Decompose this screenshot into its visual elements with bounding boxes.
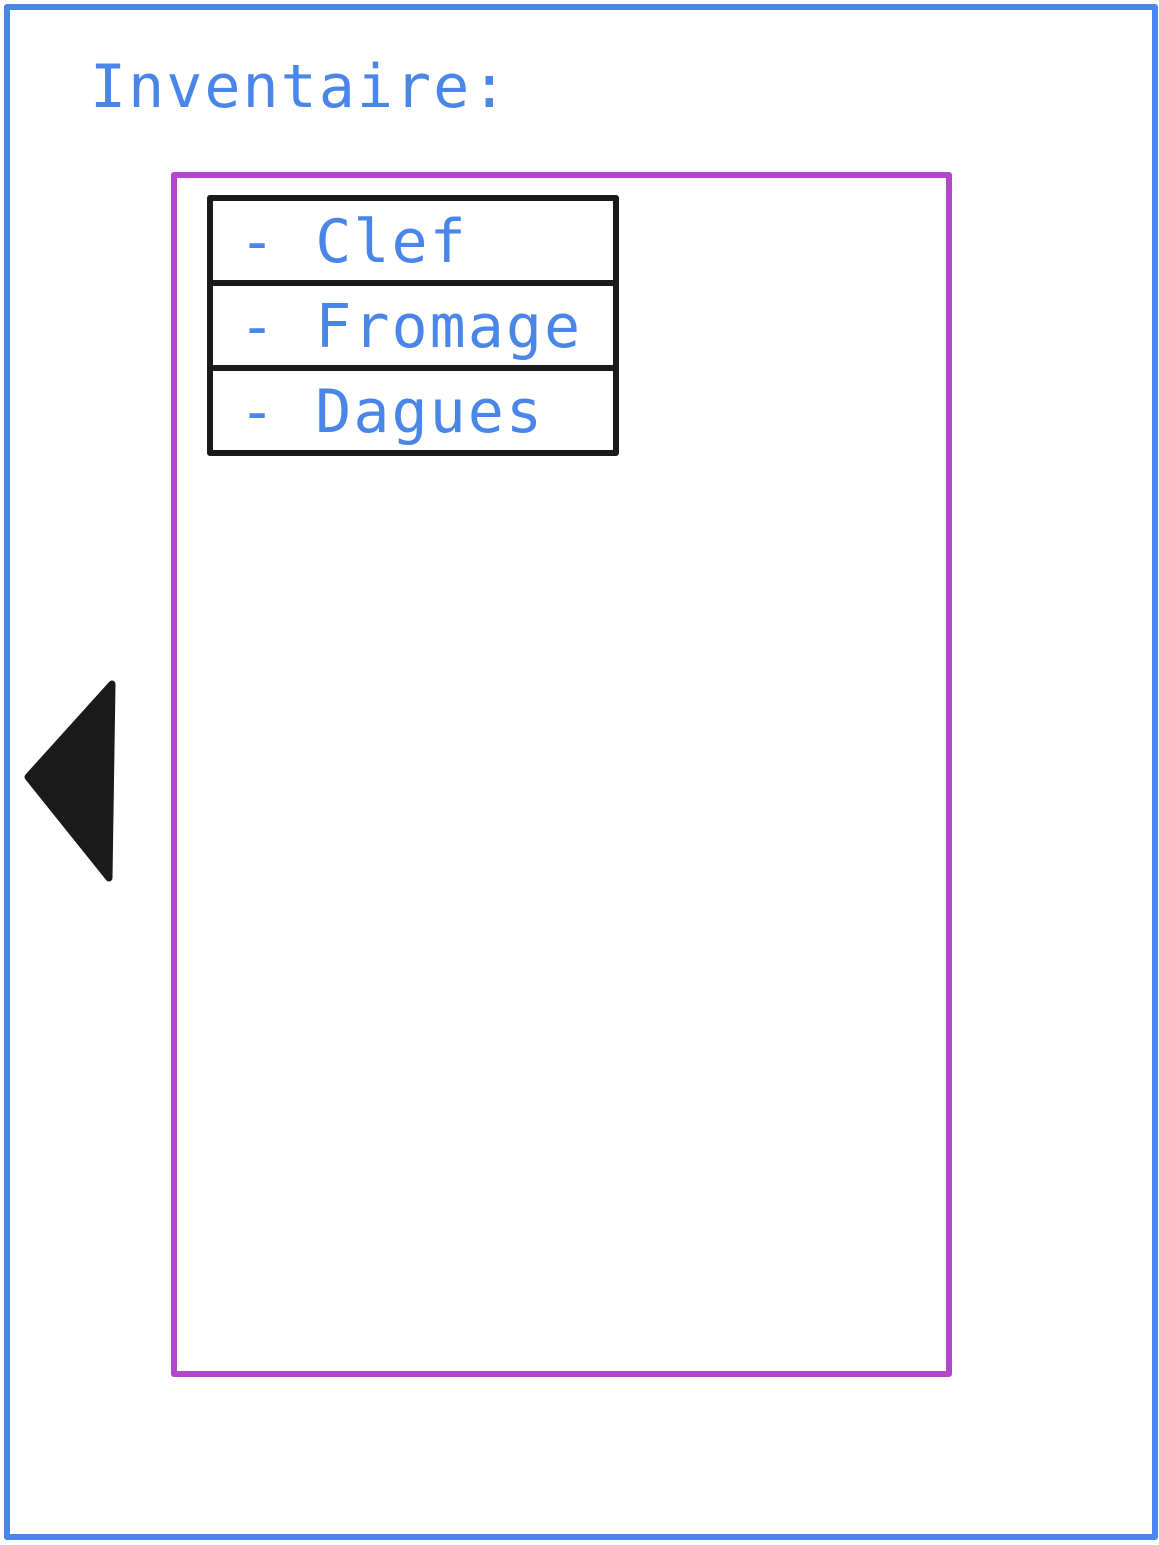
back-arrow-button[interactable] xyxy=(22,678,118,884)
inventory-title: Inventaire: xyxy=(90,52,510,122)
inventory-item-fromage[interactable]: - Fromage xyxy=(207,280,619,371)
inventory-item-dagues[interactable]: - Dagues xyxy=(207,365,619,456)
inventory-item-clef[interactable]: - Clef xyxy=(207,195,619,286)
triangle-left-icon xyxy=(24,680,116,882)
inventory-item-label: - Clef xyxy=(239,207,468,277)
inventory-item-list: - Clef - Fromage - Dagues xyxy=(207,195,619,456)
inventory-window xyxy=(4,4,1158,1540)
inventory-item-label: - Dagues xyxy=(239,377,544,447)
inventory-item-label: - Fromage xyxy=(239,292,583,362)
inventory-panel xyxy=(171,172,952,1377)
